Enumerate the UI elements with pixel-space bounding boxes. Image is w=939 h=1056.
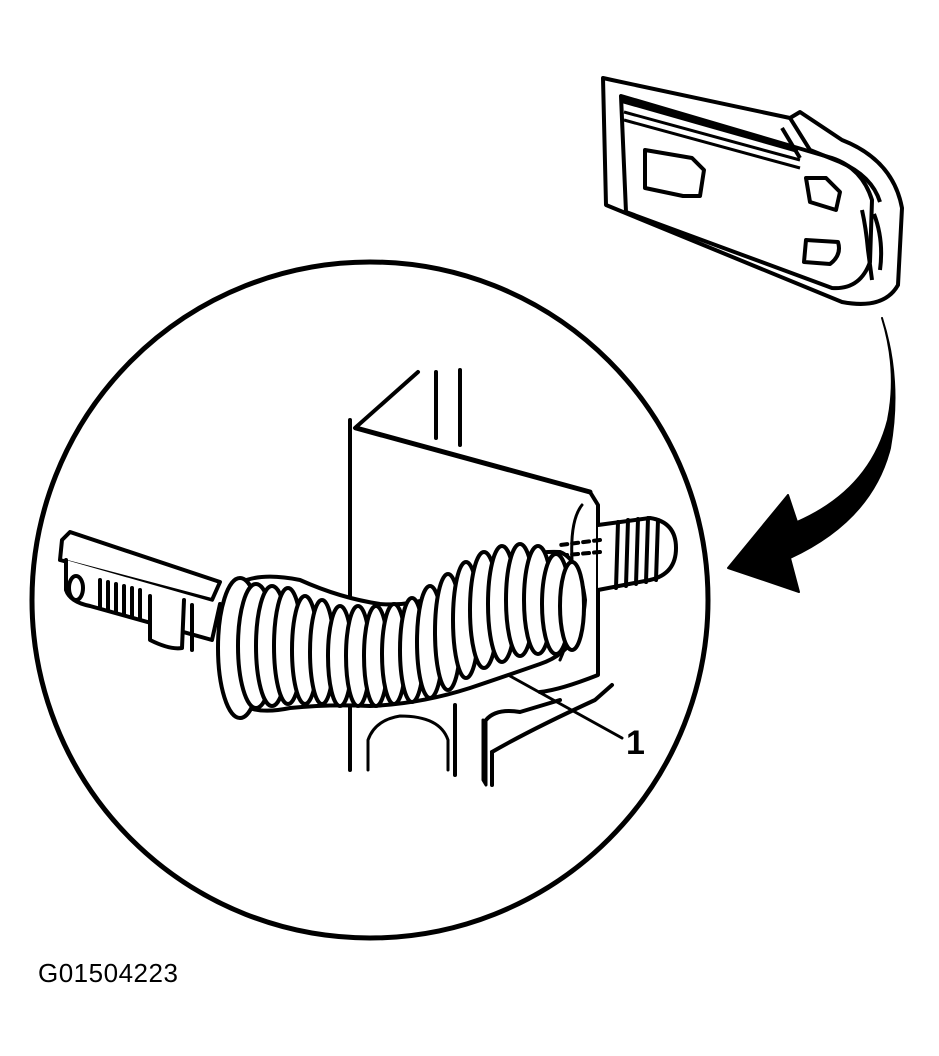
- detail-view-content: [58, 368, 678, 787]
- detail-view-circle: [29, 259, 711, 941]
- left-connector: [58, 530, 222, 652]
- right-connector: [554, 516, 678, 592]
- callout-1-leader: [508, 674, 624, 740]
- harness-grommet: [216, 542, 587, 720]
- curved-arrow-icon: [727, 317, 896, 593]
- door-pillar: [348, 368, 614, 787]
- door-overview: [601, 76, 904, 306]
- figure-id: G01504223: [38, 958, 179, 988]
- callout-label-1: 1: [626, 724, 645, 762]
